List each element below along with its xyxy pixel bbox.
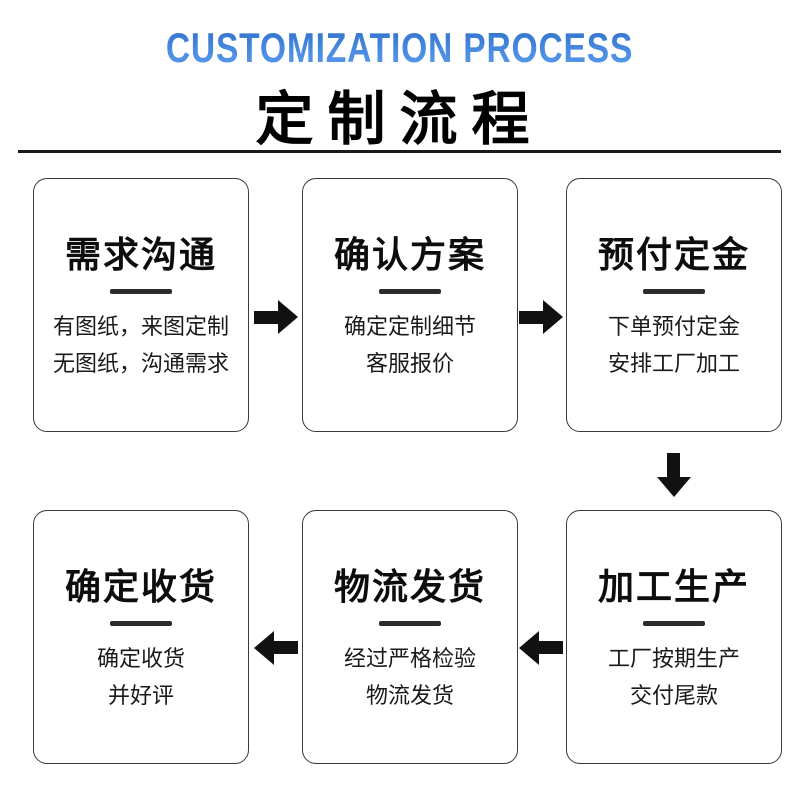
step-description-line: 无图纸，沟通需求	[52, 351, 229, 376]
step-title-underline	[643, 289, 705, 294]
step-description: 确定定制细节 客服报价	[344, 308, 476, 382]
step-title: 物流发货	[333, 566, 486, 607]
step-description-line: 客服报价	[365, 351, 454, 376]
arrow-head	[278, 300, 298, 334]
step-title-underline	[379, 621, 441, 626]
step-card-production: 加工生产 工厂按期生产 交付尾款	[566, 510, 782, 764]
step-title-underline	[110, 621, 172, 626]
arrow-head	[519, 631, 539, 665]
step-card-prepay-deposit: 预付定金 下单预付定金 安排工厂加工	[566, 178, 782, 432]
header-divider-line	[18, 150, 781, 153]
step-title: 加工生产	[597, 566, 750, 607]
step-card-confirm-receipt: 确定收货 确定收货 并好评	[33, 510, 249, 764]
step-title-underline	[110, 289, 172, 294]
step-description-line: 安排工厂加工	[607, 351, 740, 376]
step-description-line: 经过严格检验	[343, 646, 476, 671]
arrow-shaft	[537, 641, 563, 655]
arrow-shaft	[519, 310, 545, 324]
step-description: 经过严格检验 物流发货	[344, 640, 476, 714]
flow-arrow-down-icon	[657, 453, 691, 497]
step-description-line: 下单预付定金	[607, 314, 740, 339]
step-card-logistics-shipping: 物流发货 经过严格检验 物流发货	[302, 510, 518, 764]
step-description: 确定收货 并好评	[97, 640, 185, 714]
arrow-head	[254, 631, 274, 665]
step-description: 工厂按期生产 交付尾款	[608, 640, 740, 714]
step-description-line: 交付尾款	[629, 683, 718, 708]
step-description-line: 物流发货	[365, 683, 454, 708]
arrow-shaft	[254, 310, 280, 324]
step-description-line: 并好评	[107, 683, 174, 708]
step-title-underline	[643, 621, 705, 626]
step-title-underline	[379, 289, 441, 294]
flow-arrow-right-icon	[254, 300, 298, 334]
step-description-line: 工厂按期生产	[607, 646, 740, 671]
title-english: CUSTOMIZATION PROCESS	[80, 24, 719, 72]
step-title: 确定收货	[64, 566, 217, 607]
arrow-shaft	[272, 641, 298, 655]
arrow-head	[543, 300, 563, 334]
step-description-line: 确定定制细节	[343, 314, 476, 339]
step-description-line: 确定收货	[96, 646, 185, 671]
step-description-line: 有图纸，来图定制	[52, 314, 229, 339]
step-description: 有图纸，来图定制 无图纸，沟通需求	[53, 308, 229, 382]
title-chinese: 定制流程	[255, 87, 544, 152]
arrow-head	[657, 477, 691, 497]
flow-arrow-right-icon	[519, 300, 563, 334]
flow-arrow-left-icon	[254, 631, 298, 665]
flow-arrow-left-icon	[519, 631, 563, 665]
step-description: 下单预付定金 安排工厂加工	[608, 308, 740, 382]
step-title: 确认方案	[333, 234, 486, 275]
step-card-confirm-plan: 确认方案 确定定制细节 客服报价	[302, 178, 518, 432]
step-title: 需求沟通	[64, 234, 217, 275]
step-card-demand-communication: 需求沟通 有图纸，来图定制 无图纸，沟通需求	[33, 178, 249, 432]
step-title: 预付定金	[597, 234, 750, 275]
arrow-shaft	[667, 453, 681, 479]
